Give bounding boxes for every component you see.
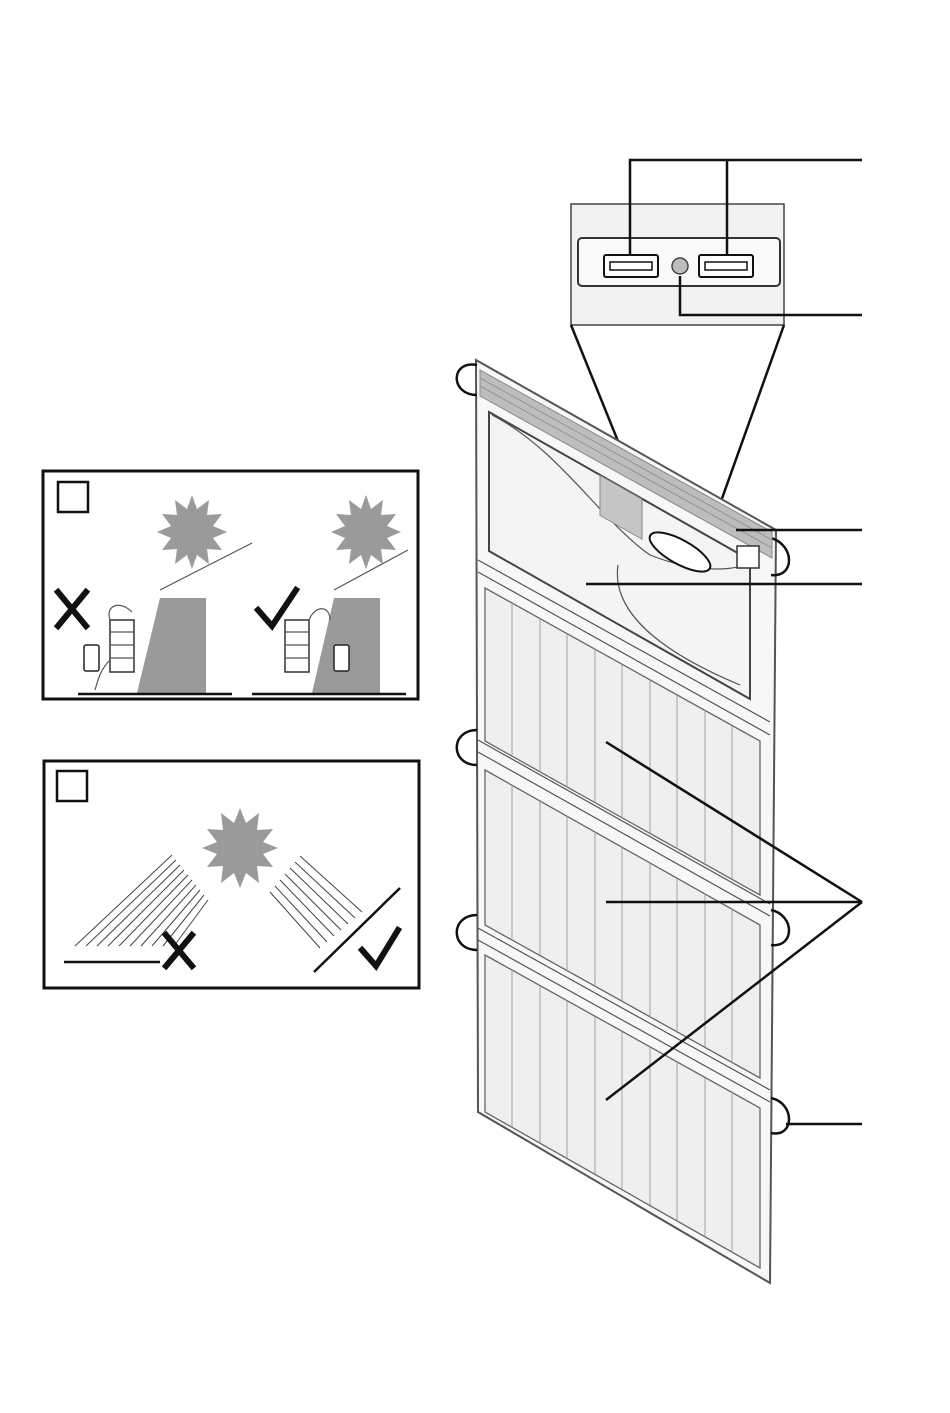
hanging-loop [457,915,477,950]
solar-charger [457,360,789,1283]
usb-port-1 [604,255,658,277]
hanging-loop [771,1098,789,1133]
usb-port-2 [699,255,753,277]
indicator-led [672,258,688,274]
hanging-loop [457,730,477,765]
checkbox-angle-panel[interactable] [57,771,87,801]
building-wall [160,598,206,693]
phone-icon [334,645,349,671]
angle-panel [44,761,419,988]
hanging-loop [457,365,477,395]
placement-shade-panel [43,471,418,699]
phone-icon [84,645,99,671]
checkbox-shade-panel[interactable] [58,482,88,512]
